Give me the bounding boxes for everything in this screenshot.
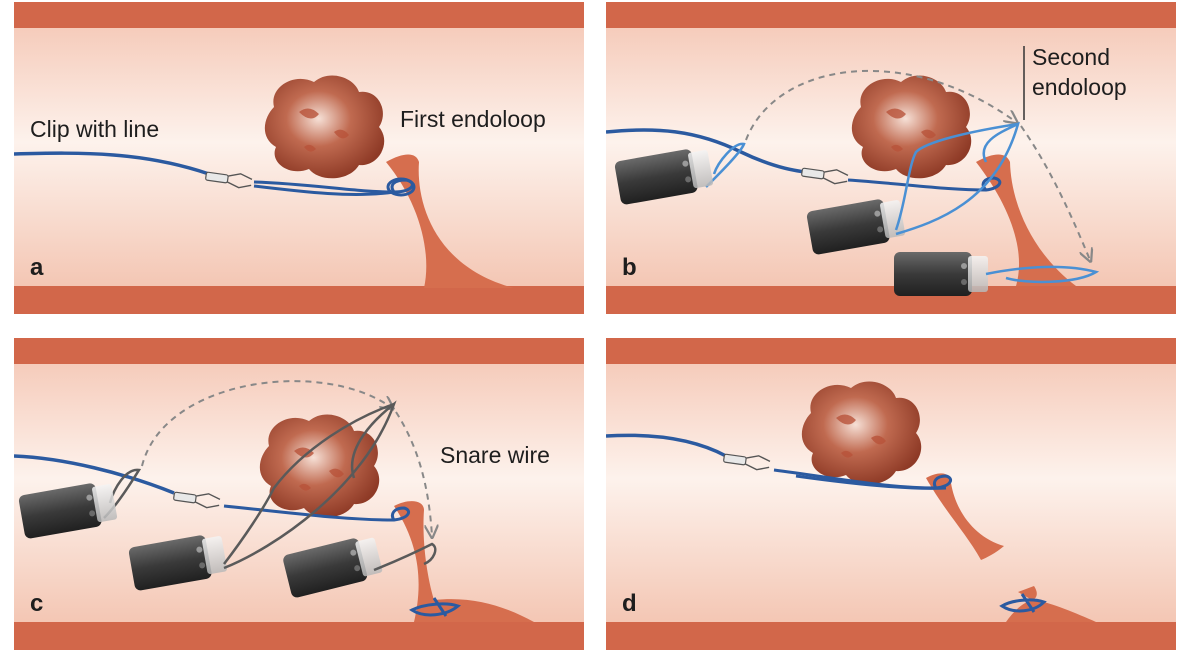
panel-a-illustration [14, 2, 584, 314]
panel-d: d [606, 338, 1176, 650]
panel-a: Clip with line First endoloop a [14, 2, 584, 314]
second-endoloop-label-line1: Second [1032, 44, 1111, 70]
panel-b-illustration [606, 2, 1176, 314]
panel-letter: b [622, 254, 637, 281]
panel-letter: d [622, 590, 637, 617]
panel-c-illustration [14, 338, 584, 650]
panel-b: Second endoloop b [606, 2, 1176, 314]
clip-with-line-label: Clip with line [30, 116, 160, 142]
first-endoloop-label: First endoloop [400, 106, 546, 132]
panel-d-illustration [606, 338, 1176, 650]
second-endoloop-label-line2: endoloop [1032, 74, 1127, 100]
panel-letter: c [30, 590, 44, 617]
snare-wire-label: Snare wire [440, 442, 550, 468]
panel-c: Snare wire c [14, 338, 584, 650]
panel-letter: a [30, 254, 44, 281]
